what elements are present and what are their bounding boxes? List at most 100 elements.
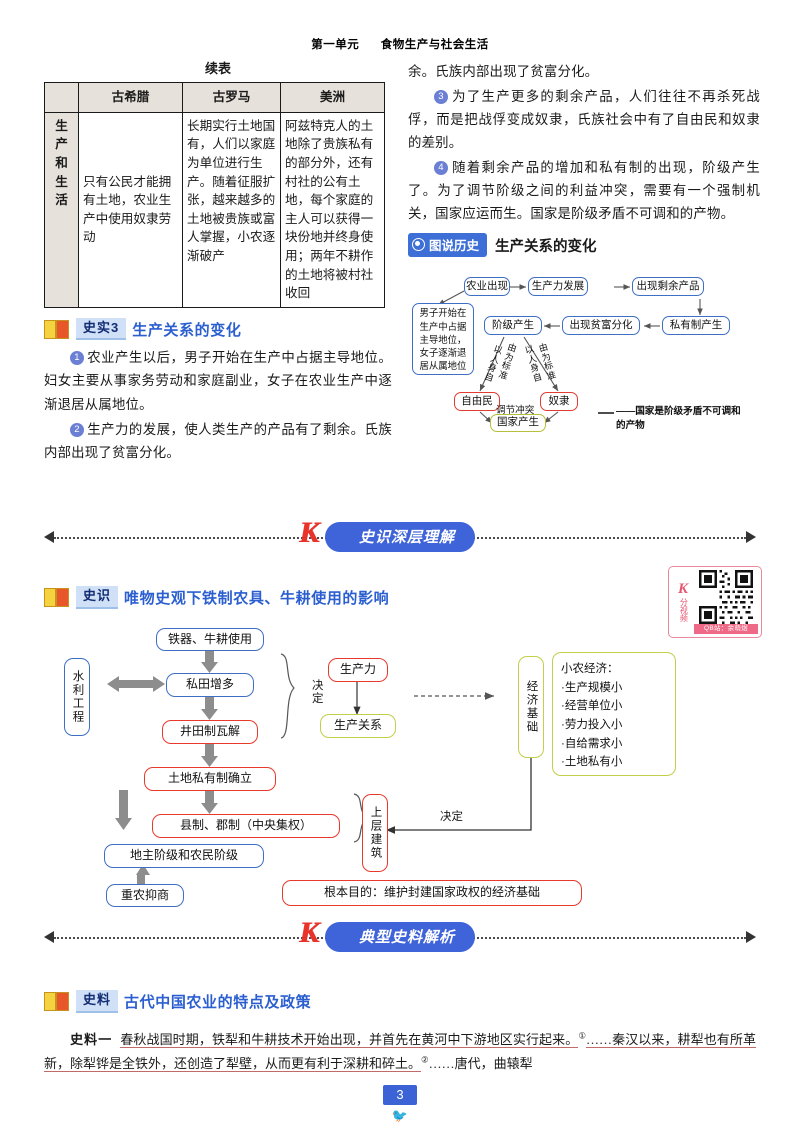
section-title-shishi: 唯物史观下铁制农具、牛耕使用的影响 (124, 589, 390, 607)
flow-label-decide-1: 决定 (312, 680, 324, 706)
banner-label: 典型史料解析 (324, 922, 476, 952)
small-farm-item-0: ·生产规模小 (561, 681, 623, 694)
source-one-segment-2: ……秦汉以来，耕犁也有所革新，除犁铧是全铁外，还创造了犁壁，从而更有利于深耕和碎… (44, 1032, 756, 1073)
section-badge-shishi: 史识 唯物史观下铁制农具、牛耕使用的影响 (44, 586, 389, 609)
banner-arrow-left (44, 531, 54, 543)
source-one-footnote-1: ① (578, 1030, 587, 1041)
source-one-label: 史料一 (70, 1032, 113, 1047)
paragraph-1-text: 农业产生以后，男子开始在生产中占据主导地位。妇女主要从事家务劳动和家庭副业，女子… (44, 350, 392, 412)
table-rowhead-production-life: 生产和生活 (44, 111, 79, 308)
table-cell-america: 阿兹特克人的土地除了贵族私有的部分外，还有村社的公有土地，每个家庭的主人可以获得… (280, 111, 385, 308)
table-cell-greece: 只有公民才能拥有土地，农业生产中使用奴隶劳动 (78, 111, 183, 308)
node-rich-poor-gap: 出现贫富分化 (562, 316, 640, 336)
tushuo-note-text: ——国家是阶级矛盾不可调和的产物 (616, 406, 741, 431)
table-col-rome: 古罗马 (182, 82, 281, 113)
table-cell-rome: 长期实行土地国有，人们以家庭为单位进行生产。随着征服扩张，越来越多的土地被贵族或… (182, 111, 281, 308)
table-col-greece: 古希腊 (78, 82, 183, 113)
table-header-row: 古希腊 古罗马 美洲 (44, 82, 385, 113)
banner-shishi-deep-understanding: K 史识深层理解 (44, 516, 756, 558)
k-logo-icon: K (299, 516, 320, 549)
node-private-fields-increase: 私田增多 (166, 673, 254, 697)
book-icon (44, 991, 70, 1011)
banner-arrow-left (44, 931, 54, 943)
small-farm-item-2: ·劳力投入小 (561, 718, 623, 731)
left-column: 续表 古希腊 古罗马 美洲 生产和生活 只有公民才能拥有土地，农业生产中使用奴隶… (44, 58, 392, 466)
section-tag-shishi3: 史实3 (76, 317, 127, 341)
table-col-blank (44, 82, 79, 113)
circle-number-3: 3 (434, 90, 448, 105)
k-logo-icon: K (299, 916, 320, 949)
node-private-ownership: 私有制产生 (662, 316, 730, 336)
node-wellfield-collapse: 井田制瓦解 (162, 720, 258, 744)
page-number: 3 (383, 1085, 417, 1105)
tushuo-diagram: 农业出现 生产力发展 出现剩余产品 私有制产生 出现贫富分化 阶级产生 男子开始… (408, 259, 760, 434)
qr-caption: QB站：余萌煜 (694, 624, 758, 634)
banner-label: 史识深层理解 (324, 522, 476, 552)
small-farm-item-4: ·土地私有小 (561, 756, 623, 769)
section-tag-shiliao: 史料 (76, 990, 119, 1013)
section-title-shishi3: 生产关系的变化 (132, 321, 242, 339)
circle-number-1: 1 (70, 351, 84, 366)
tushuo-title: 生产关系的变化 (495, 238, 597, 255)
node-root-purpose: 根本目的：维护封建国家政权的经济基础 (282, 880, 582, 906)
continued-table-label: 续表 (204, 61, 231, 76)
qr-main: QB站：余萌煜 (694, 570, 758, 634)
node-slave: 奴隶 (540, 392, 578, 412)
paragraph-2-text: 生产力的发展，使人类生产的产品有了剩余。氏族内部出现了贫富分化。 (44, 421, 392, 460)
qr-code-card[interactable]: K 分视频 (668, 566, 762, 638)
tushuo-tag: 图说历史 (408, 233, 488, 258)
node-productive-forces: 生产力 (328, 658, 388, 682)
tushuo-header: 图说历史 生产关系的变化 (408, 233, 760, 258)
small-farm-item-1: ·经营单位小 (561, 700, 623, 713)
running-head-title: 食物生产与社会生活 (380, 39, 489, 51)
node-superstructure: 上层建筑 (362, 794, 388, 872)
table-row: 生产和生活 只有公民才能拥有土地，农业生产中使用奴隶劳动 长期实行土地国有，人们… (44, 111, 385, 308)
node-economic-base: 经济基础 (518, 656, 544, 758)
node-iron-ox-farming: 铁器、牛耕使用 (156, 628, 264, 651)
qr-side-label: K 分视频 (672, 570, 694, 634)
bird-icon: 🐦 (391, 1108, 409, 1123)
running-head-unit: 第一单元 (311, 39, 360, 51)
node-surplus: 出现剩余产品 (632, 277, 704, 297)
node-landlord-peasant-class: 地主阶级和农民阶级 (104, 844, 264, 868)
book-icon (44, 319, 70, 339)
banner-arrow-right (746, 531, 756, 543)
banner-arrow-right (746, 931, 756, 943)
node-agriculture: 农业出现 (464, 277, 510, 297)
tushuo-tag-label: 图说历史 (429, 239, 480, 254)
circle-number-2: 2 (70, 422, 84, 437)
section-title-shiliao: 古代中国农业的特点及政策 (124, 993, 312, 1011)
edge-label-mediate-conflict: 调节冲突 (496, 405, 535, 417)
table-col-america: 美洲 (280, 82, 385, 113)
book-icon (44, 587, 70, 607)
source-one-segment-1: 春秋战国时期，铁犁和牛耕技术开始出现，并首先在黄河中下游地区实行起来。 (120, 1032, 579, 1048)
tushuo-diagram-edges (437, 284, 703, 424)
running-head: 第一单元 食物生产与社会生活 (0, 36, 800, 52)
source-one-segment-3: ……唐代，曲辕犁 (428, 1056, 533, 1072)
node-freeman: 自由民 (454, 392, 500, 412)
node-county-prefecture-system: 县制、郡制（中央集权） (152, 814, 340, 838)
comparison-table: 古希腊 古罗马 美洲 生产和生活 只有公民才能拥有土地，农业生产中使用奴隶劳动 … (44, 82, 385, 308)
paragraph-3-text: 为了生产更多的剩余产品，人们往往不再杀死战俘，而是把战俘变成奴隶，氏族社会中有了… (408, 89, 760, 151)
paragraph-4-text: 随着剩余产品的增加和私有制的出现，阶级产生了。为了调节阶级之间的利益冲突，需要有… (408, 160, 760, 222)
tushuo-lishi-block: 图说历史 生产关系的变化 (408, 233, 760, 434)
paragraph-2-cont-text: 余。氏族内部出现了贫富分化。 (408, 64, 599, 79)
source-one-paragraph: 史料一春秋战国时期，铁犁和牛耕技术开始出现，并首先在黄河中下游地区实行起来。①…… (44, 1028, 756, 1076)
node-production-relations: 生产关系 (320, 714, 396, 738)
source-one-footnote-2: ② (421, 1054, 429, 1065)
small-farm-item-3: ·自给需求小 (561, 737, 623, 750)
materialism-flowchart: 铁器、牛耕使用 水利工程 私田增多 井田制瓦解 土地私有制确立 县制、郡制（中央… (44, 618, 756, 908)
node-water-conservancy: 水利工程 (64, 658, 90, 736)
k-logo-icon: K (677, 581, 688, 597)
tushuo-note: ——国家是阶级矛盾不可调和的产物 (616, 405, 744, 432)
eye-icon (412, 238, 425, 252)
section-badge-shiliao: 史料 古代中国农业的特点及政策 (44, 990, 311, 1013)
node-class-emerges: 阶级产生 (484, 316, 542, 336)
circle-number-4: 4 (434, 161, 448, 176)
node-agriculture-over-commerce: 重农抑商 (106, 884, 184, 907)
node-state-emerges: 国家产生 (490, 414, 546, 433)
